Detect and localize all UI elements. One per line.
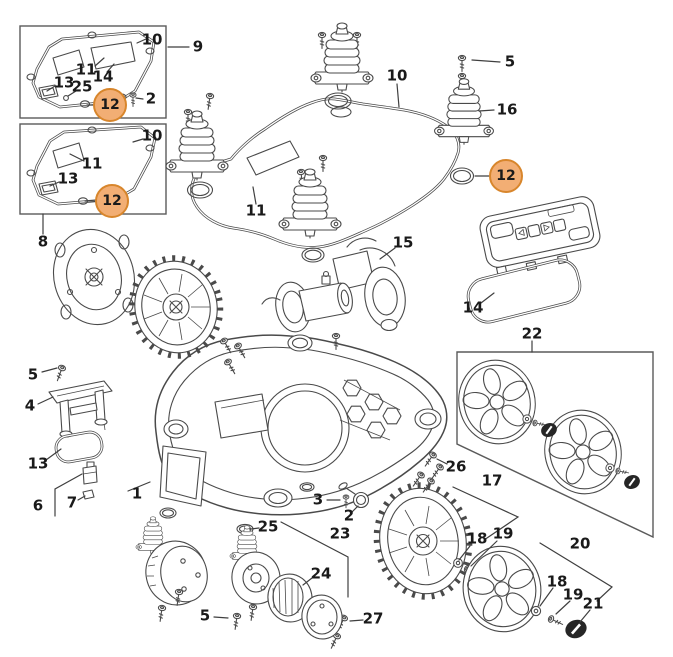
callout-11: 11 xyxy=(245,201,267,220)
chassis xyxy=(154,332,448,516)
mount-plate-disc xyxy=(52,228,136,326)
leader-lines xyxy=(37,38,613,623)
callout-5: 5 xyxy=(504,52,516,71)
display-gasket xyxy=(466,258,582,324)
rear-wheel-left xyxy=(128,255,224,359)
callout-14: 14 xyxy=(462,298,484,317)
rear-wheel-bottom xyxy=(373,482,481,600)
callout-6: 6 xyxy=(32,496,44,515)
callout-13: 13 xyxy=(53,73,75,92)
callout-4: 4 xyxy=(24,396,36,415)
callout-12-highlighted[interactable]: 12 xyxy=(489,159,523,193)
callout-14: 14 xyxy=(92,67,114,86)
callout-24: 24 xyxy=(310,564,332,583)
callout-8: 8 xyxy=(37,232,49,251)
callout-12-highlighted[interactable]: 12 xyxy=(95,184,129,218)
callout-19: 19 xyxy=(562,585,584,604)
group-box-cover-gasket-bottom xyxy=(19,123,167,215)
callout-21: 21 xyxy=(582,594,604,613)
callout-2: 2 xyxy=(145,89,157,108)
callout-10: 10 xyxy=(386,66,408,85)
callout-25: 25 xyxy=(71,77,93,96)
group-box-wheel-covers xyxy=(449,351,654,539)
callout-12-highlighted[interactable]: 12 xyxy=(93,88,127,122)
callout-13: 13 xyxy=(27,454,49,473)
callout-20: 20 xyxy=(569,534,591,553)
callout-13: 13 xyxy=(57,169,79,188)
callout-25: 25 xyxy=(257,517,279,536)
callout-9: 9 xyxy=(192,37,204,56)
callout-27: 27 xyxy=(362,609,384,628)
callout-16: 16 xyxy=(496,100,518,119)
callout-15: 15 xyxy=(392,233,414,252)
callout-10: 10 xyxy=(141,30,163,49)
bracket-and-small-parts xyxy=(48,380,370,509)
wheel-motors xyxy=(261,237,406,333)
callout-17: 17 xyxy=(481,471,503,490)
callout-18: 18 xyxy=(466,529,488,548)
rubber-dampers xyxy=(165,22,494,239)
callout-22: 22 xyxy=(521,324,543,343)
callout-5: 5 xyxy=(199,606,211,625)
callout-10: 10 xyxy=(141,126,163,145)
callout-5: 5 xyxy=(27,365,39,384)
group-box-cover-gasket-top xyxy=(19,25,167,119)
callout-11: 11 xyxy=(81,154,103,173)
callout-1: 1 xyxy=(131,484,143,503)
callout-2: 2 xyxy=(343,506,355,525)
callout-18: 18 xyxy=(546,572,568,591)
callout-19: 19 xyxy=(492,524,514,543)
caster-wheels xyxy=(135,516,343,640)
callout-23: 23 xyxy=(329,524,351,543)
control-panel xyxy=(479,196,601,276)
callout-11: 11 xyxy=(75,60,97,79)
callout-26: 26 xyxy=(445,457,467,476)
callout-7: 7 xyxy=(66,493,78,512)
callout-3: 3 xyxy=(312,490,324,509)
